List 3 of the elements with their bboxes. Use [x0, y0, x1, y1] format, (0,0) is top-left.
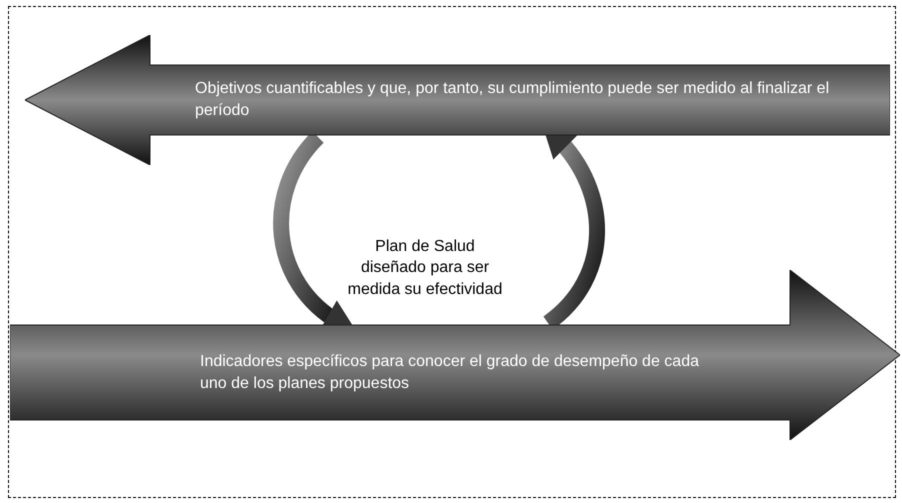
center-text: Plan de Salud diseñado para ser medida su efectividad — [346, 236, 504, 300]
arrow-text: Indicadores específicos para conocer el grado de desempeño de cada uno de los planes propuestos — [200, 352, 700, 394]
arrow-text: Objetivos cuantificables y que, por tanto, su cumplimiento puede ser medido al finalizar el período — [195, 79, 830, 121]
